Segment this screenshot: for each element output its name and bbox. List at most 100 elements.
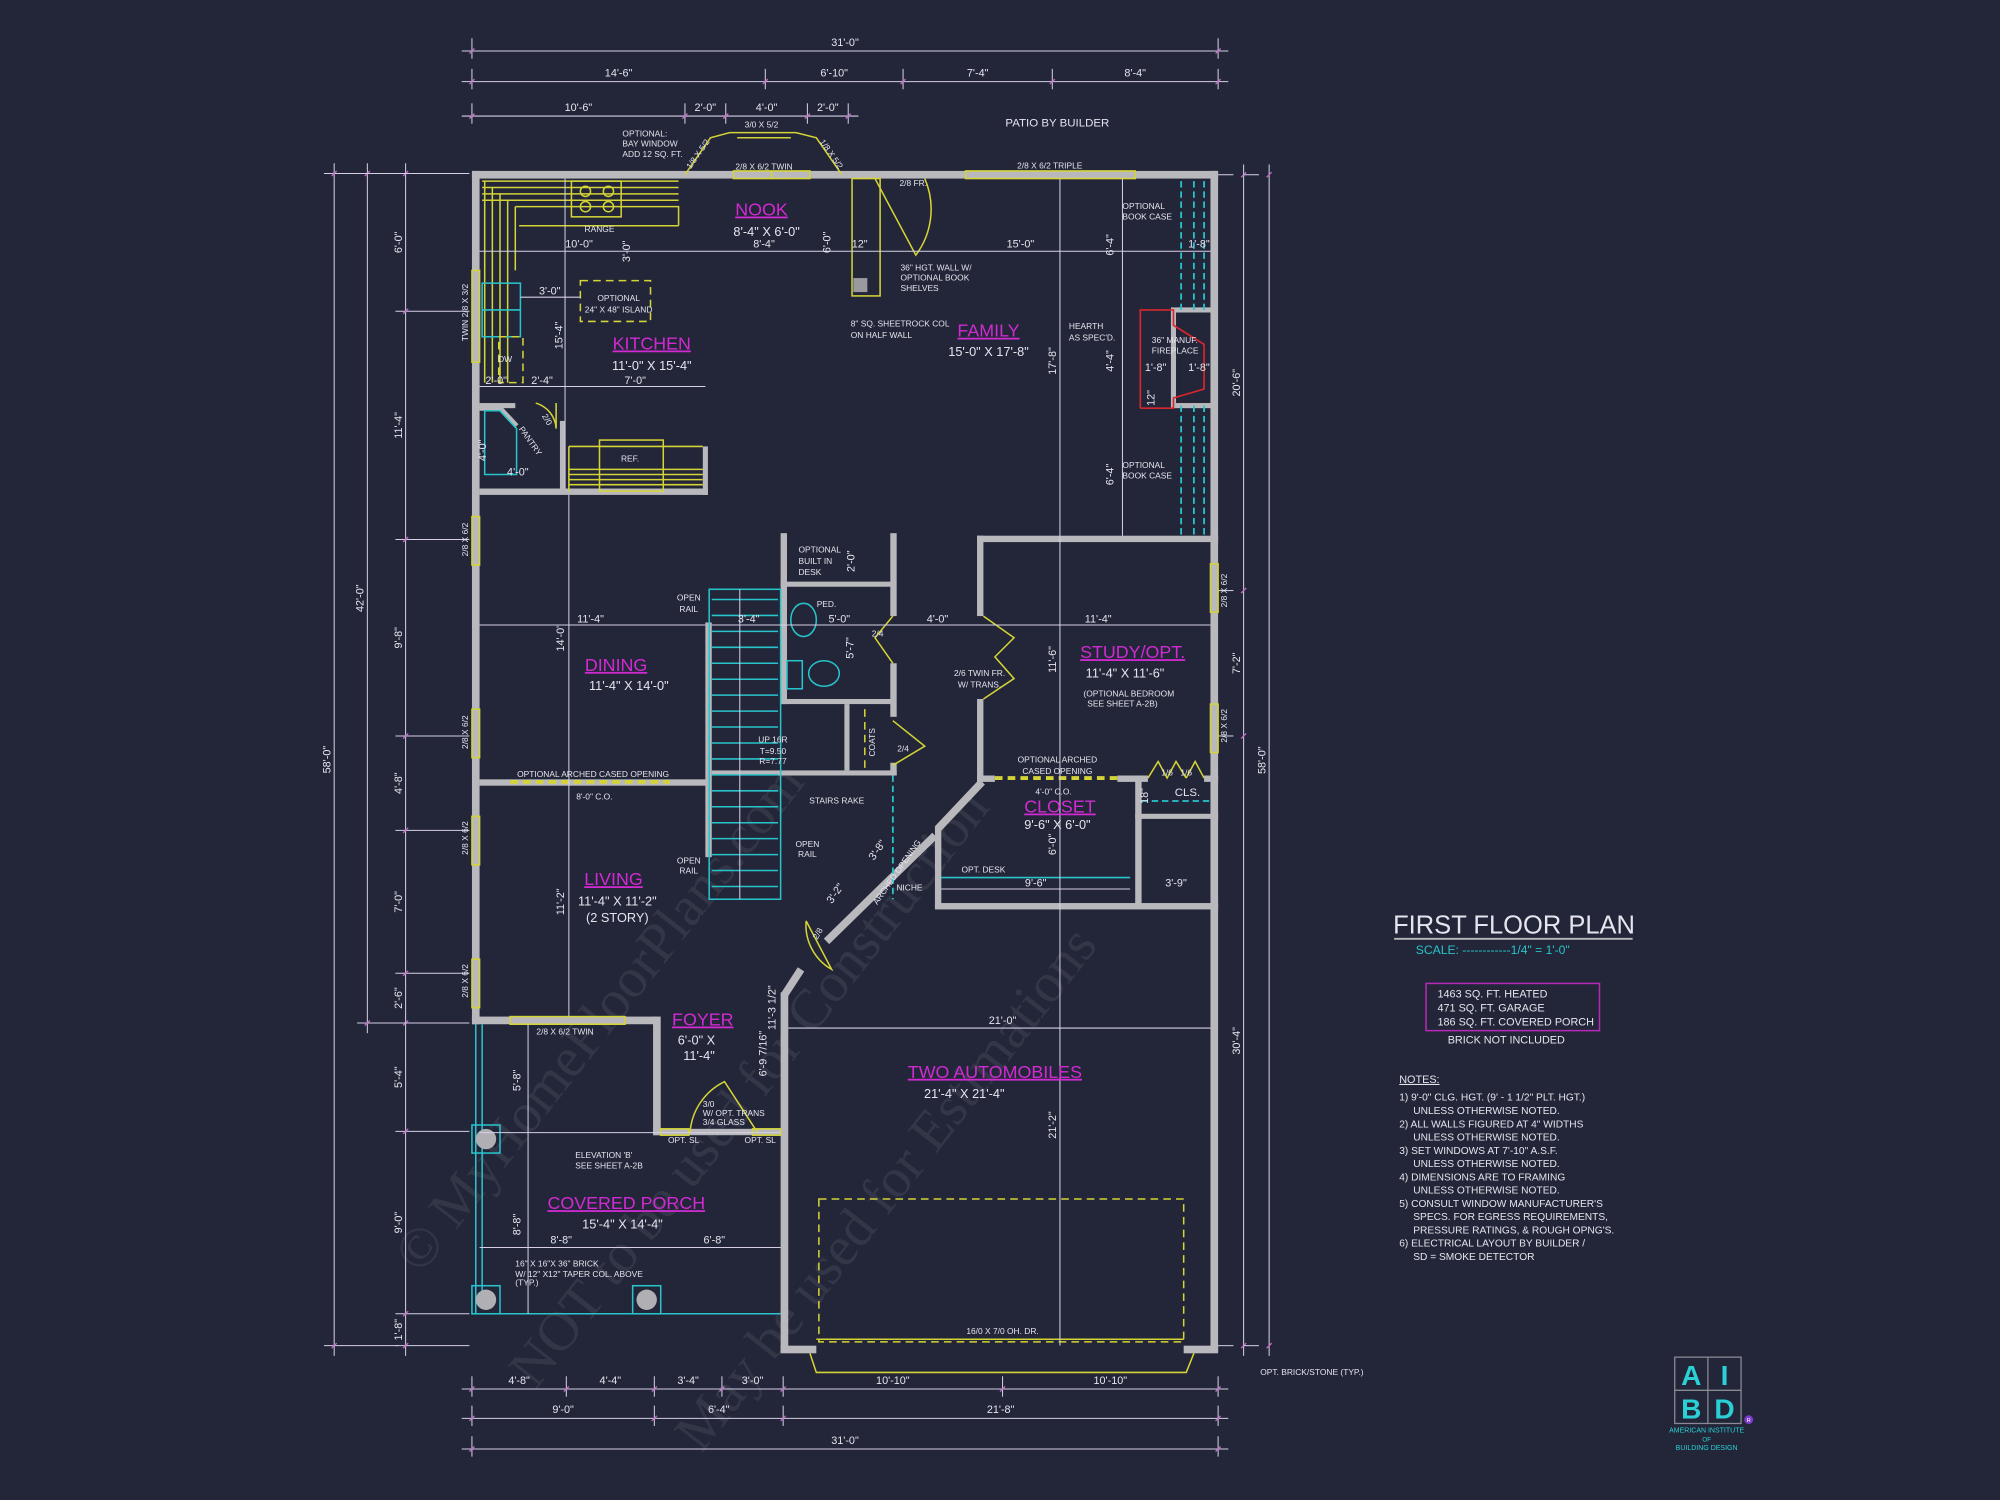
interior-dimension: 11'-4" bbox=[577, 613, 604, 625]
window-label: 2/8 X 6/2 bbox=[460, 821, 470, 855]
plan-annotation: 3/0 X 5/2 bbox=[745, 120, 779, 130]
porch-column-base bbox=[471, 1124, 501, 1154]
dimension-tick bbox=[468, 1386, 475, 1393]
dimension-label: 2'-0" bbox=[695, 102, 717, 114]
plan-annotation: OPTIONAL bbox=[798, 544, 841, 554]
dimension-tick bbox=[900, 78, 907, 85]
sheetrock-column bbox=[853, 278, 868, 293]
window-kitchen-twin bbox=[471, 269, 481, 364]
burner-icon bbox=[602, 185, 615, 198]
porch-column bbox=[636, 1289, 657, 1310]
dimension-tick bbox=[364, 1019, 371, 1026]
dimension-label: 8'-4" bbox=[1124, 68, 1146, 80]
plan-annotation: OPEN bbox=[677, 593, 701, 603]
room-size-nook: 8'-4" X 6'-0" bbox=[733, 224, 799, 239]
sidelight-left bbox=[659, 1128, 690, 1136]
note-line: 6) ELECTRICAL LAYOUT BY BUILDER / bbox=[1399, 1239, 1585, 1250]
wall-study-left-lower bbox=[977, 698, 984, 782]
wall-study-bottom-a bbox=[977, 775, 995, 782]
plan-annotation: SEE SHEET A-2B bbox=[575, 1160, 643, 1170]
porch-column-base bbox=[631, 1284, 662, 1315]
plan-annotation: 2/8 X 6/2 TWIN bbox=[536, 1026, 593, 1036]
plan-annotation: 3/4 GLASS bbox=[703, 1117, 745, 1127]
dimension-tick bbox=[1215, 78, 1222, 85]
interior-dimension: 4'-0" bbox=[477, 439, 489, 461]
staircase[interactable] bbox=[708, 588, 782, 900]
dimension-label: 9'-0" bbox=[552, 1404, 574, 1416]
note-line: UNLESS OTHERWISE NOTED. bbox=[1413, 1133, 1559, 1144]
interior-dimension: 6'-9 7/16" bbox=[758, 1031, 770, 1077]
interior-dimension: 11'-3 1/2" bbox=[767, 985, 779, 1030]
room-name-foyer: FOYER bbox=[672, 1010, 734, 1030]
wall-desk bbox=[780, 581, 896, 587]
sidelight-right bbox=[751, 1128, 782, 1136]
room-size-family: 15'-0" X 17'-8" bbox=[948, 344, 1029, 359]
room-size-study: 11'-4" X 11'-6" bbox=[1086, 665, 1165, 680]
window-dining-2 bbox=[471, 708, 481, 759]
interior-dimension: 1'-8" bbox=[1188, 362, 1210, 374]
dimension-label: 9'-0" bbox=[393, 1212, 405, 1234]
dimension-tick bbox=[845, 113, 852, 120]
window-label: 2/8 X 6/2 bbox=[460, 715, 470, 749]
plan-annotation: RAIL bbox=[679, 866, 698, 876]
note-line: PRESSURE RATINGS, & ROUGH OPNG'S. bbox=[1413, 1225, 1614, 1236]
dimension-label: 31'-0" bbox=[831, 37, 859, 49]
note-line: 5) CONSULT WINDOW MANUFACTURER'S bbox=[1399, 1199, 1603, 1210]
wall-coats-right bbox=[890, 762, 897, 776]
dimension-tick bbox=[468, 113, 475, 120]
plan-annotation: 2/4 bbox=[897, 743, 909, 753]
plan-annotation: OPEN bbox=[677, 856, 701, 866]
dimension-label: 31'-0" bbox=[831, 1435, 859, 1447]
plan-annotation: SHELVES bbox=[901, 283, 940, 293]
burner-icon bbox=[579, 185, 592, 198]
porch-column bbox=[475, 1128, 497, 1150]
plan-annotation: OPTIONAL BOOK bbox=[901, 273, 970, 283]
range bbox=[570, 180, 622, 218]
wall-bath-right-upper bbox=[890, 533, 897, 617]
wall-left bbox=[471, 170, 480, 1025]
area-heated: 1463 SQ. FT. HEATED bbox=[1438, 988, 1548, 1000]
brick-note: BRICK NOT INCLUDED bbox=[1448, 1034, 1565, 1046]
wall-study-bottom-b bbox=[1117, 775, 1148, 782]
plan-annotation: T=9.50 bbox=[760, 746, 787, 756]
plan-annotation: STAIRS RAKE bbox=[809, 796, 864, 806]
plan-annotation: W/ OPT. TRANS bbox=[703, 1108, 765, 1118]
interior-dimension-lines bbox=[479, 178, 1211, 1346]
room-size-closet: 9'-6" X 6'-0" bbox=[1024, 817, 1090, 832]
interior-dimension: 9'-6" bbox=[1025, 877, 1047, 889]
dimension-tick bbox=[331, 170, 338, 177]
dimension-tick bbox=[804, 113, 811, 120]
interior-dimension: 21'-0" bbox=[989, 1015, 1017, 1027]
refrigerator bbox=[598, 439, 665, 492]
plan-annotation: AS SPEC'D. bbox=[1069, 333, 1115, 343]
plan-annotation: 36" MANUF. bbox=[1152, 335, 1198, 345]
bay-window bbox=[684, 131, 843, 176]
plan-annotation: CASED OPENING bbox=[1022, 766, 1092, 776]
garage-apron bbox=[809, 1353, 1195, 1374]
dimension-tick bbox=[1215, 48, 1222, 55]
toilet-tank bbox=[786, 659, 804, 690]
burner-icon bbox=[602, 200, 615, 213]
interior-dimension: 1'-8" bbox=[1188, 238, 1210, 250]
plan-annotation: ON HALF WALL bbox=[851, 330, 913, 340]
notes-list: 1) 9'-0" CLG. HGT. (9' - 1 1/2" PLT. HGT… bbox=[1399, 1093, 1614, 1263]
area-porch: 186 SQ. FT. COVERED PORCH bbox=[1438, 1017, 1594, 1029]
wall-foyer-front bbox=[653, 1128, 781, 1136]
logo-letter: A bbox=[1681, 1360, 1701, 1391]
note-line: SD = SMOKE DETECTOR bbox=[1413, 1252, 1534, 1263]
plan-annotation: NICHE bbox=[896, 882, 923, 892]
dimension-tick bbox=[402, 308, 409, 315]
dimension-tick bbox=[722, 113, 729, 120]
dimension-label: 7'-2" bbox=[1231, 652, 1243, 674]
covered-porch-outline bbox=[471, 1024, 781, 1315]
interior-dimension: 7'-0" bbox=[624, 375, 646, 387]
plan-annotation: RAIL bbox=[798, 849, 817, 859]
dimension-label: 9'-8" bbox=[393, 627, 405, 649]
dimension-label: 7'-4" bbox=[967, 68, 989, 80]
plan-annotation: 16" X 16"X 36" BRICK bbox=[515, 1259, 599, 1269]
registered-mark bbox=[1744, 1415, 1754, 1425]
window-study-2 bbox=[1209, 703, 1219, 754]
plan-annotation: 1/6 bbox=[1161, 768, 1173, 778]
plan-annotation: RANGE bbox=[585, 224, 615, 234]
